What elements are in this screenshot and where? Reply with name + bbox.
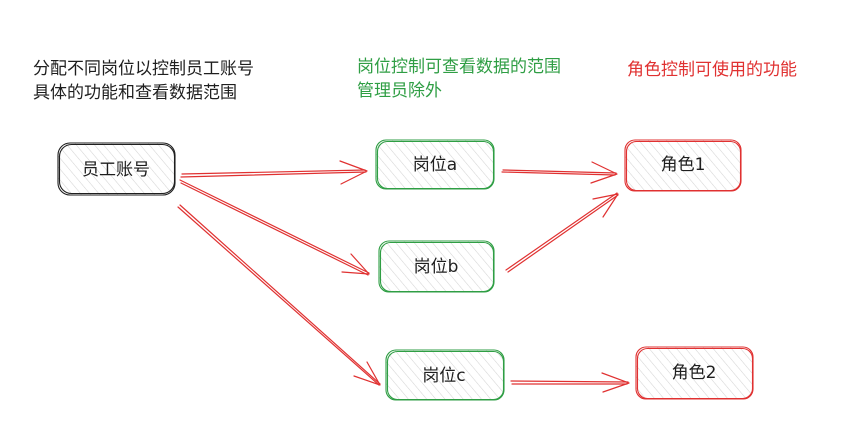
edge-post-c-role-2	[510, 372, 630, 393]
node-employee-label: 员工账号	[82, 160, 150, 180]
note-left-line-1: 分配不同岗位以控制员工账号	[33, 59, 254, 79]
note-left-line-2: 具体的功能和查看数据范围	[33, 83, 237, 103]
edge-employee-post-c	[177, 204, 381, 386]
node-role-1-label: 角色1	[661, 155, 706, 175]
node-post-c-label: 岗位c	[422, 366, 465, 386]
note-right: 角色控制可使用的功能	[627, 58, 797, 82]
note-left: 分配不同岗位以控制员工账号 具体的功能和查看数据范围	[33, 57, 254, 105]
edge-post-b-role-1	[505, 192, 619, 273]
edge-employee-post-a	[180, 160, 368, 185]
node-post-c[interactable]: 岗位c	[385, 349, 505, 401]
note-middle: 岗位控制可查看数据的范围 管理员除外	[357, 55, 561, 103]
note-right-line-1: 角色控制可使用的功能	[627, 60, 797, 80]
node-post-a[interactable]: 岗位a	[375, 139, 495, 190]
node-post-b-label: 岗位b	[414, 257, 459, 277]
node-post-a-label: 岗位a	[413, 155, 457, 175]
node-post-b[interactable]: 岗位b	[378, 240, 495, 293]
node-role-1[interactable]: 角色1	[624, 139, 742, 192]
edge-employee-post-b	[179, 179, 370, 276]
note-middle-line-1: 岗位控制可查看数据的范围	[357, 57, 561, 77]
node-employee[interactable]: 员工账号	[57, 142, 176, 196]
node-role-2-label: 角色2	[672, 363, 717, 383]
node-role-2[interactable]: 角色2	[635, 346, 754, 400]
note-middle-line-2: 管理员除外	[357, 81, 442, 101]
edges-layer	[177, 160, 630, 393]
nodes-layer: 员工账号 岗位a 岗位b 岗位c 角色1	[57, 139, 754, 401]
edge-post-a-role-1	[501, 161, 618, 184]
